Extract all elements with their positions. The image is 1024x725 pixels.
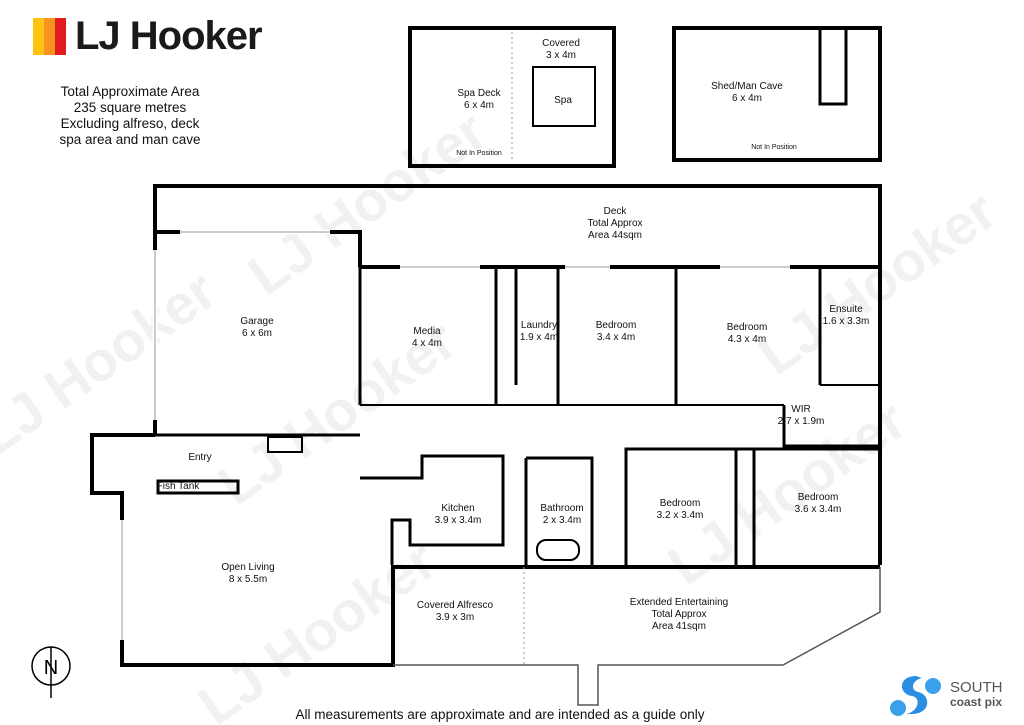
area-line: Excluding alfreso, deck [60, 116, 200, 131]
logo-text: LJ Hooker [75, 14, 263, 58]
disclaimer: All measurements are approximate and are… [295, 707, 705, 722]
brand-line: SOUTH [950, 679, 1003, 696]
svg-text:N: N [44, 657, 58, 679]
total-area-note: Total Approximate Area 235 square metres… [59, 84, 200, 148]
spa-not-in-position: Not In Position [456, 150, 502, 157]
room-entry: Entry [188, 452, 212, 463]
area-line: 235 square metres [73, 100, 187, 115]
area-line: spa area and man cave [59, 132, 201, 147]
fish-tank: Fish Tank [156, 481, 200, 492]
compass-icon: N [31, 646, 71, 698]
spa-deck-outline [408, 26, 616, 168]
spa-outline [532, 66, 596, 127]
brand-line: coast pix [950, 695, 1003, 709]
lj-hooker-logo: LJ Hooker [33, 14, 263, 59]
room-spa: Spa [554, 95, 572, 106]
shed-not-in-position: Not In Position [751, 144, 797, 151]
shed-outline [672, 26, 882, 162]
south-coast-pix-icon [890, 676, 941, 716]
area-line: Total Approximate Area [60, 84, 200, 99]
